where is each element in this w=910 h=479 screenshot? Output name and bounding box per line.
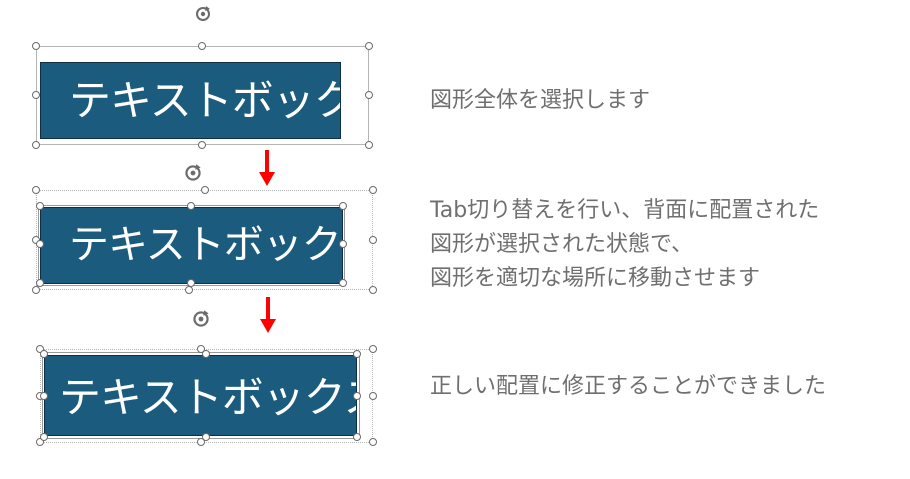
textbox-label: テキストボックス [59,373,357,422]
textbox-shape[interactable]: テキストボックス [44,355,357,436]
inner-handle-sw[interactable] [36,279,44,287]
step-2-description: Tab切り替えを行い、背面に配置された 図形が選択された状態で、 図形を適切な場… [430,198,820,291]
resize-handle-ne[interactable] [369,345,377,353]
textbox-shape[interactable]: テキストボックス [40,62,341,139]
rotate-handle-icon[interactable] [182,161,204,185]
resize-handle-s[interactable] [185,286,193,294]
resize-handle-n[interactable] [201,186,209,194]
step-3-description: 正しい配置に修正することができました [430,374,827,399]
resize-handle-se[interactable] [369,438,377,446]
inner-handle-s[interactable] [187,279,195,287]
resize-handle-n[interactable] [198,42,206,50]
inner-handle-se[interactable] [339,279,347,287]
rotate-handle-icon[interactable] [193,3,213,25]
inner-handle-nw[interactable] [40,350,48,358]
resize-handle-sw[interactable] [32,286,40,294]
inner-handle-ne[interactable] [339,202,347,210]
inner-handle-n[interactable] [187,202,195,210]
textbox-label: テキストボックス [69,76,340,125]
selection-frame-inner [38,205,345,286]
resize-handle-e[interactable] [369,236,377,244]
inner-handle-sw[interactable] [40,433,48,441]
inner-handle-w[interactable] [36,240,44,248]
resize-handle-nw[interactable] [32,186,40,194]
inner-handle-s[interactable] [202,433,210,441]
resize-handle-e[interactable] [365,91,373,99]
resize-handle-n[interactable] [197,345,205,353]
inner-handle-e[interactable] [339,240,347,248]
inner-handle-se[interactable] [353,433,361,441]
step-1-description: 図形全体を選択します [430,88,651,113]
inner-handle-e[interactable] [353,392,361,400]
textbox-label: テキストボックス [69,222,342,268]
down-arrow-icon [260,297,276,333]
selection-frame-inner [42,352,360,439]
resize-handle-se[interactable] [365,141,373,149]
rotate-handle-icon[interactable] [190,307,212,331]
resize-handle-s[interactable] [198,141,206,149]
inner-handle-n[interactable] [202,350,210,358]
resize-handle-nw[interactable] [32,42,40,50]
resize-handle-w[interactable] [32,91,40,99]
resize-handle-se[interactable] [369,286,377,294]
resize-handle-ne[interactable] [369,186,377,194]
inner-handle-w[interactable] [40,392,48,400]
down-arrow-icon [259,150,275,186]
resize-handle-ne[interactable] [365,42,373,50]
resize-handle-s[interactable] [197,438,205,446]
resize-handle-e[interactable] [369,392,377,400]
resize-handle-sw[interactable] [32,141,40,149]
inner-handle-ne[interactable] [353,350,361,358]
inner-handle-nw[interactable] [36,202,44,210]
